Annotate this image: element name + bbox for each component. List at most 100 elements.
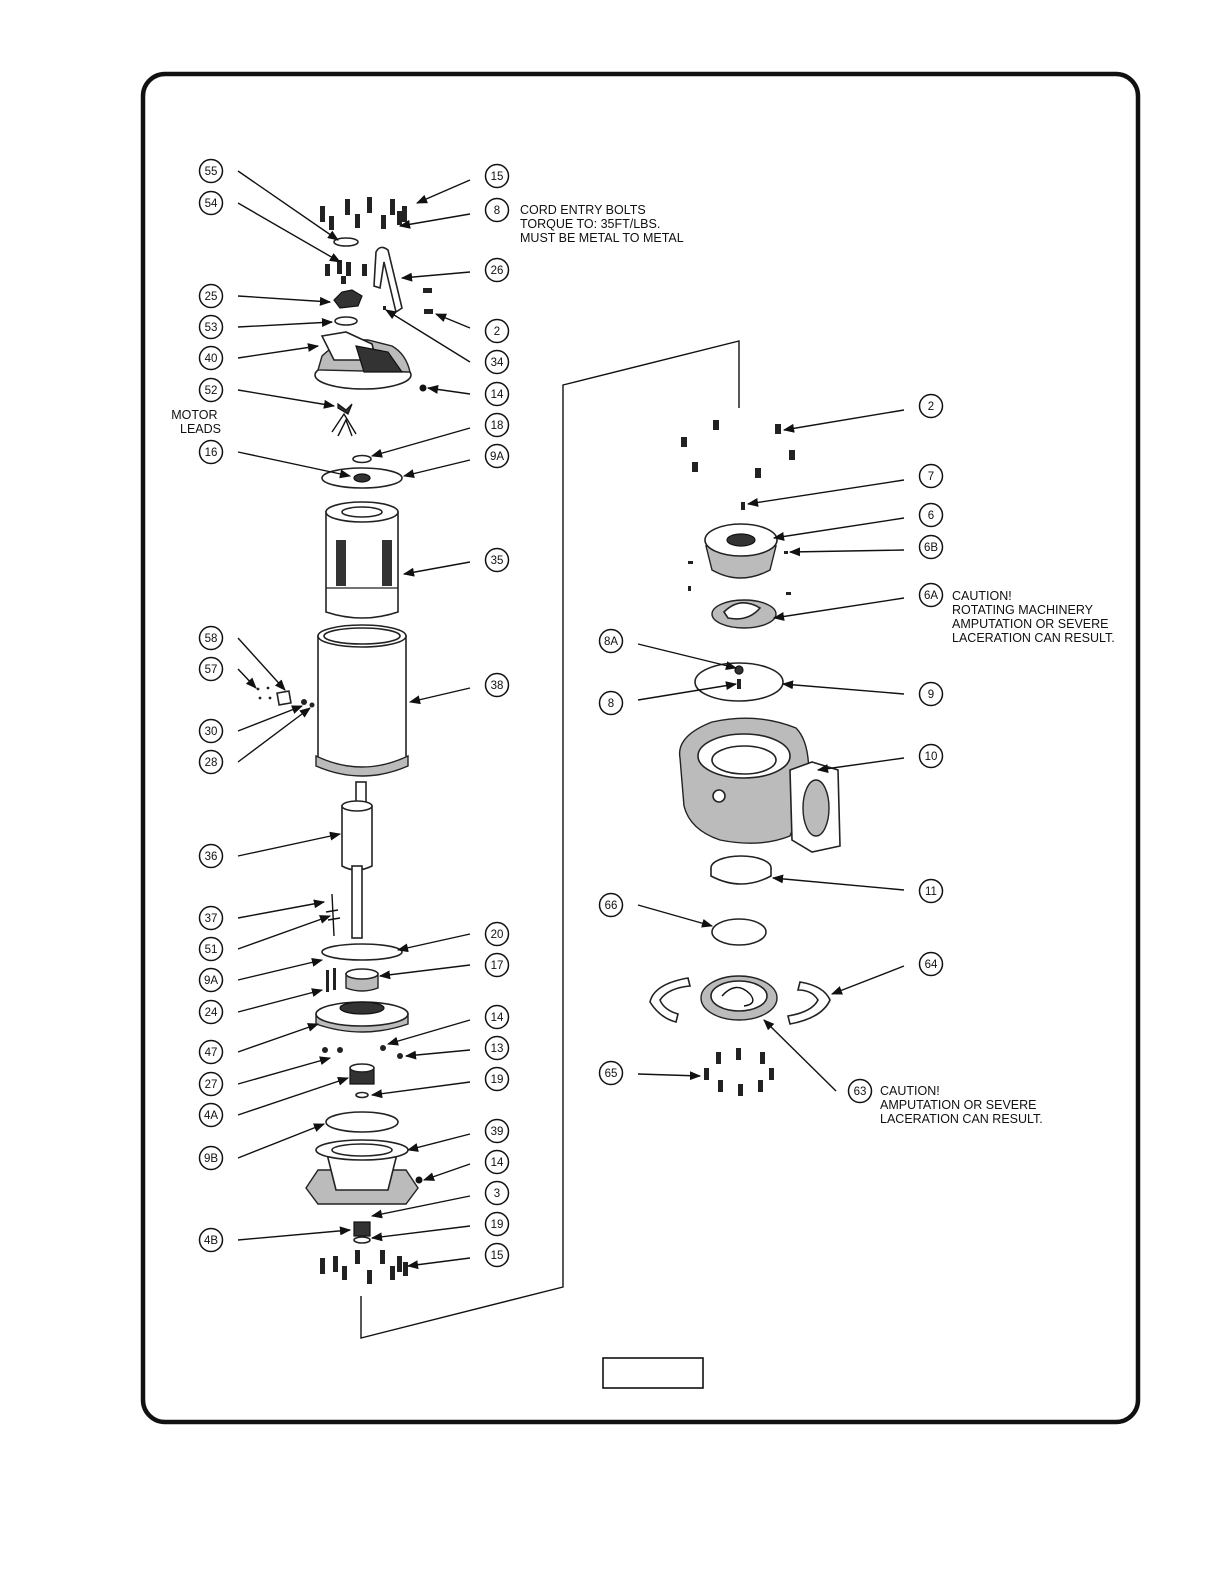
callout-c3: 3 (484, 1180, 510, 1206)
leader-c16 (237, 451, 352, 479)
leader-c6 (772, 517, 905, 541)
callout-c9: 9 (918, 681, 944, 707)
callout-number: 17 (491, 960, 504, 972)
callout-c8a: 8 (484, 197, 510, 223)
leader-c6B (788, 547, 905, 557)
callout-number: 9A (490, 451, 504, 463)
callout-number: 14 (491, 1157, 504, 1169)
callout-circle (918, 582, 944, 608)
callout-circle (198, 1071, 224, 1097)
callout-number: 37 (205, 913, 218, 925)
callout-c13: 13 (484, 1035, 510, 1061)
callout-number: 4A (204, 1110, 218, 1122)
callout-number: 9 (928, 689, 934, 701)
callout-number: 9A (204, 975, 218, 987)
callout-circle (484, 1004, 510, 1030)
leader-c28 (237, 707, 311, 763)
note-caution-rotating: CAUTION! ROTATING MACHINERY AMPUTATION O… (952, 589, 1115, 645)
leader-c8b (637, 681, 738, 701)
callout-circle (484, 1118, 510, 1144)
callout-c47: 47 (198, 1039, 224, 1065)
callout-circle (598, 892, 624, 918)
callout-number: 6B (924, 542, 938, 554)
callout-number: 18 (491, 420, 504, 432)
callout-number: 9B (204, 1153, 218, 1165)
leader-c51 (237, 915, 332, 950)
callout-circle (484, 1211, 510, 1237)
callout-c25: 25 (198, 283, 224, 309)
leader-c25 (237, 295, 332, 306)
callout-number: 47 (205, 1047, 218, 1059)
leader-c9Ab (237, 957, 324, 981)
leader-c38 (408, 687, 471, 705)
wear-plate-6 (704, 523, 778, 579)
callout-circle (198, 190, 224, 216)
bearing-17 (345, 968, 379, 992)
retaining-ring-64-right (787, 981, 831, 1025)
callout-number: 26 (491, 265, 504, 277)
note-caution-amputation: CAUTION! AMPUTATION OR SEVERE LACERATION… (880, 1084, 1043, 1126)
callout-number: 2 (928, 401, 934, 413)
callout-c58: 58 (198, 625, 224, 651)
wire-clip-52 (337, 402, 353, 415)
leader-c15a (415, 179, 471, 204)
leader-c19a (370, 1081, 471, 1099)
callout-number: 16 (205, 447, 218, 459)
callout-circle (198, 345, 224, 371)
leader-c4A (237, 1076, 350, 1116)
callout-circle (198, 936, 224, 962)
callout-c16: 16 (198, 439, 224, 465)
left-assembly (256, 197, 433, 1284)
callout-number: 36 (205, 851, 218, 863)
callout-number: 30 (205, 726, 218, 738)
callout-c26: 26 (484, 257, 510, 283)
seal-housing-39 (305, 1139, 419, 1205)
callout-number: 19 (491, 1219, 504, 1231)
callout-circle (484, 197, 510, 223)
leader-c19b (370, 1225, 471, 1242)
figure-label-box (602, 1357, 704, 1389)
leader-c14b (386, 1019, 471, 1046)
callout-circle (918, 502, 944, 528)
callout-number: 51 (205, 944, 218, 956)
callout-circle (198, 314, 224, 340)
leader-c11 (771, 874, 905, 891)
gasket-9b (325, 1111, 399, 1133)
leader-c3 (370, 1195, 471, 1219)
callout-c18: 18 (484, 412, 510, 438)
callout-c66: 66 (598, 892, 624, 918)
leader-c9Aa (402, 459, 471, 478)
callout-number: 27 (205, 1079, 218, 1091)
callout-number: 63 (854, 1086, 867, 1098)
leader-c54 (237, 202, 341, 263)
callout-circle (918, 951, 944, 977)
cord-clip-37 (325, 893, 341, 937)
leader-c7 (746, 479, 905, 507)
leader-lines (237, 170, 905, 1270)
callout-circle (198, 158, 224, 184)
screws-2 (423, 288, 433, 314)
cord-entry-bolts (325, 260, 367, 284)
callout-c35: 35 (484, 547, 510, 573)
callout-number: 2 (494, 326, 500, 338)
callout-number: 8A (604, 636, 618, 648)
callout-c7: 7 (918, 463, 944, 489)
wear-ring-11 (710, 855, 772, 885)
callout-circle (918, 743, 944, 769)
page-frame (140, 71, 1141, 1425)
callout-circle (198, 377, 224, 403)
leader-c63 (763, 1019, 837, 1092)
callout-number: 54 (205, 198, 218, 210)
callout-number: 65 (605, 1068, 618, 1080)
callout-c40: 40 (198, 345, 224, 371)
callout-c27: 27 (198, 1071, 224, 1097)
callout-number: 19 (491, 1074, 504, 1086)
leader-c47 (237, 1023, 320, 1053)
leader-c8a (398, 213, 471, 229)
callout-c11: 11 (918, 878, 944, 904)
callout-number: 53 (205, 322, 218, 334)
bottom-bolts-65 (704, 1048, 774, 1096)
right-assembly (649, 420, 841, 1096)
callout-c38: 38 (484, 672, 510, 698)
